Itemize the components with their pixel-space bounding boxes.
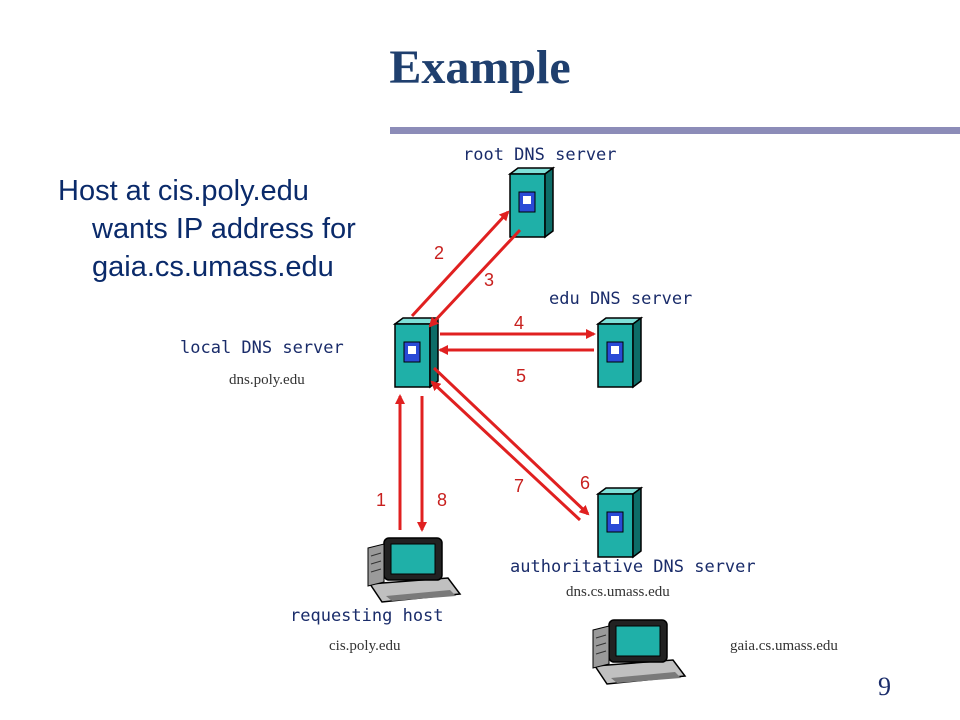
local-server-icon (394, 317, 439, 388)
root-server-icon (509, 167, 554, 238)
step-label-4: 4 (514, 313, 525, 333)
step-label-1: 1 (376, 490, 387, 510)
authoritative-server-label: authoritative DNS server (510, 557, 756, 577)
bullet-line-2: wants IP address for (92, 213, 356, 245)
requesting-host-label: requesting host (290, 606, 444, 626)
bullet-line-3: gaia.cs.umass.edu (92, 251, 334, 283)
local-server-label: local DNS server (180, 338, 344, 358)
root-server-label: root DNS server (463, 145, 617, 165)
edu-server-icon (597, 317, 642, 388)
step-label-2: 2 (434, 243, 445, 263)
gaia-host-computer-icon (592, 619, 686, 685)
step-label-6: 6 (580, 473, 591, 493)
bullet-line-1: Host at cis.poly.edu (58, 175, 309, 207)
bullet-text: Host at cis.poly.edu wants IP address fo… (58, 172, 408, 286)
edu-server-label: edu DNS server (549, 289, 693, 309)
authoritative-server-icon (597, 487, 642, 558)
arrow-step-2 (410, 210, 510, 318)
authoritative-server-hostname: dns.cs.umass.edu (566, 584, 670, 600)
title-rule (390, 127, 960, 134)
arrow-step-6 (432, 366, 590, 516)
step-label-5: 5 (516, 366, 527, 386)
step-label-7: 7 (514, 476, 525, 496)
requesting-host-hostname: cis.poly.edu (329, 638, 401, 654)
step-label-3: 3 (484, 270, 495, 290)
arrow-step-7 (430, 380, 582, 522)
requesting-host-computer-icon (367, 537, 461, 603)
step-label-8: 8 (437, 490, 448, 510)
local-server-hostname: dns.poly.edu (229, 372, 305, 388)
page-number: 9 (878, 672, 891, 701)
arrow-step-3 (428, 228, 522, 328)
gaia-host-hostname: gaia.cs.umass.edu (730, 638, 838, 654)
slide-title: Example (389, 41, 571, 94)
